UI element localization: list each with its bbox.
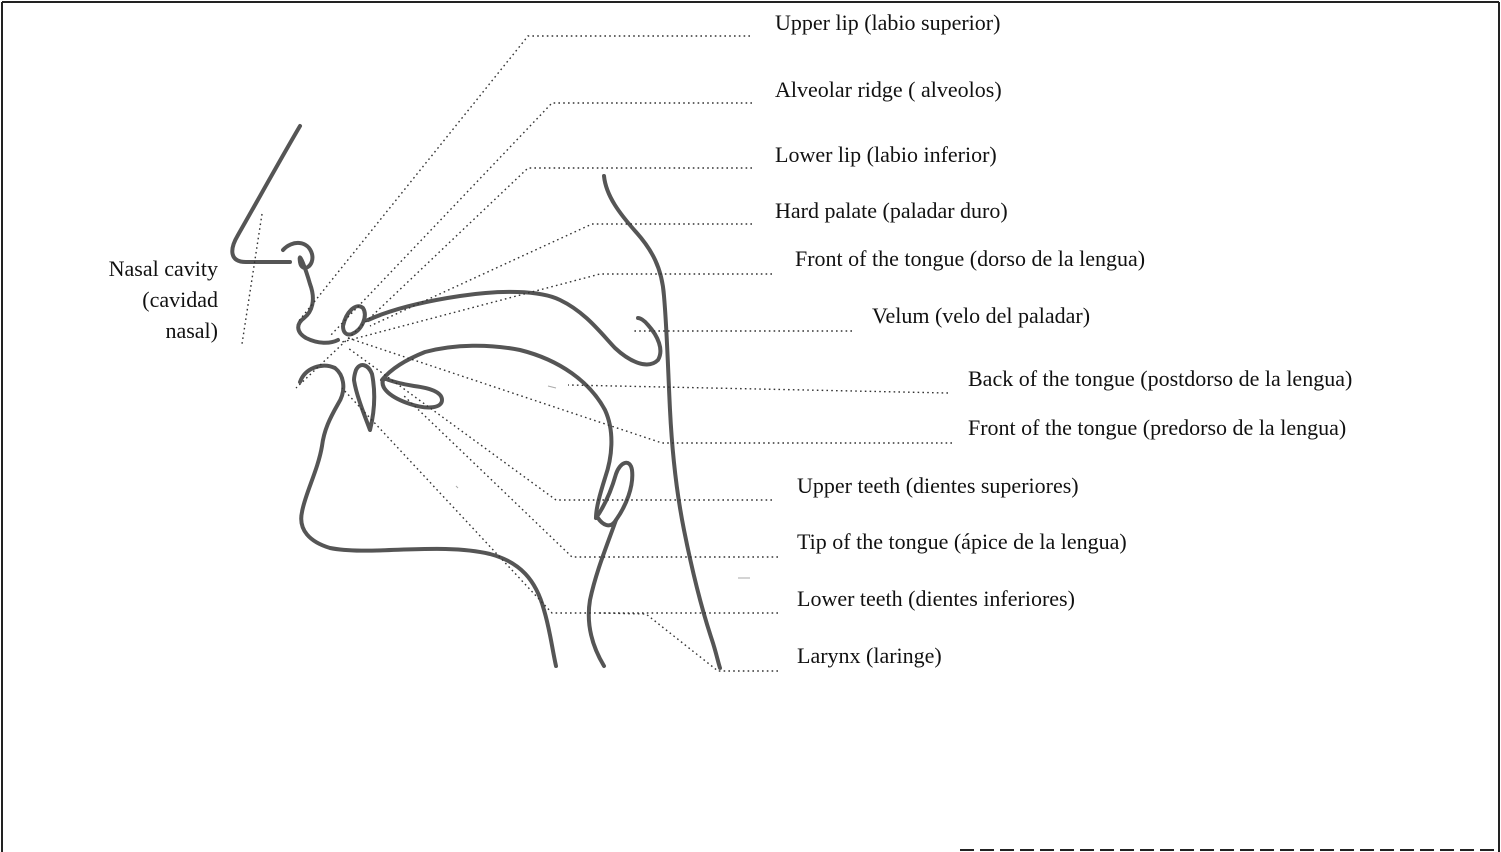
lower-lip-chin — [300, 366, 556, 666]
label-upper-lip: Upper lip (labio superior) — [775, 10, 1000, 36]
upper-lip-shape — [343, 306, 365, 334]
label-hard-palate: Hard palate (paladar duro) — [775, 198, 1008, 224]
label-lower-lip: Lower lip (labio inferior) — [775, 142, 997, 168]
palate-outline — [368, 292, 660, 365]
label-front-tongue-dorso: Front of the tongue (dorso de la lengua) — [795, 246, 1145, 272]
nasal-cavity-line-2: (cavidad — [60, 284, 218, 315]
label-velum: Velum (velo del paladar) — [872, 303, 1090, 329]
head-profile-drawing — [232, 126, 720, 668]
label-alveolar-ridge: Alveolar ridge ( alveolos) — [775, 77, 1002, 103]
larynx-front — [589, 520, 616, 666]
label-front-tongue-predorso: Front of the tongue (predorso de la leng… — [968, 415, 1346, 441]
label-back-tongue: Back of the tongue (postdorso de la leng… — [968, 366, 1352, 392]
label-larynx: Larynx (laringe) — [797, 643, 942, 669]
leader-nasal-cavity — [242, 214, 262, 344]
leader-upper-lip — [298, 36, 750, 322]
nose-outline — [232, 126, 300, 262]
label-tip-tongue: Tip of the tongue (ápice de la lengua) — [797, 529, 1127, 555]
leader-lower-lip — [296, 168, 752, 388]
label-nasal-cavity: Nasal cavity (cavidad nasal) — [60, 253, 218, 346]
tongue-outline — [382, 346, 611, 518]
nostril — [283, 243, 338, 343]
leader-back-tongue — [568, 385, 948, 393]
leader-alveolar-ridge — [330, 103, 752, 336]
leader-upper-teeth — [348, 348, 772, 500]
pharynx-back-wall — [604, 176, 720, 668]
nasal-cavity-line-1: Nasal cavity — [60, 253, 218, 284]
leader-larynx — [600, 613, 778, 671]
nasal-cavity-line-3: nasal) — [60, 315, 218, 346]
label-lower-teeth: Lower teeth (dientes inferiores) — [797, 586, 1075, 612]
leader-hard-palate — [370, 224, 752, 326]
label-upper-teeth: Upper teeth (dientes superiores) — [797, 473, 1079, 499]
